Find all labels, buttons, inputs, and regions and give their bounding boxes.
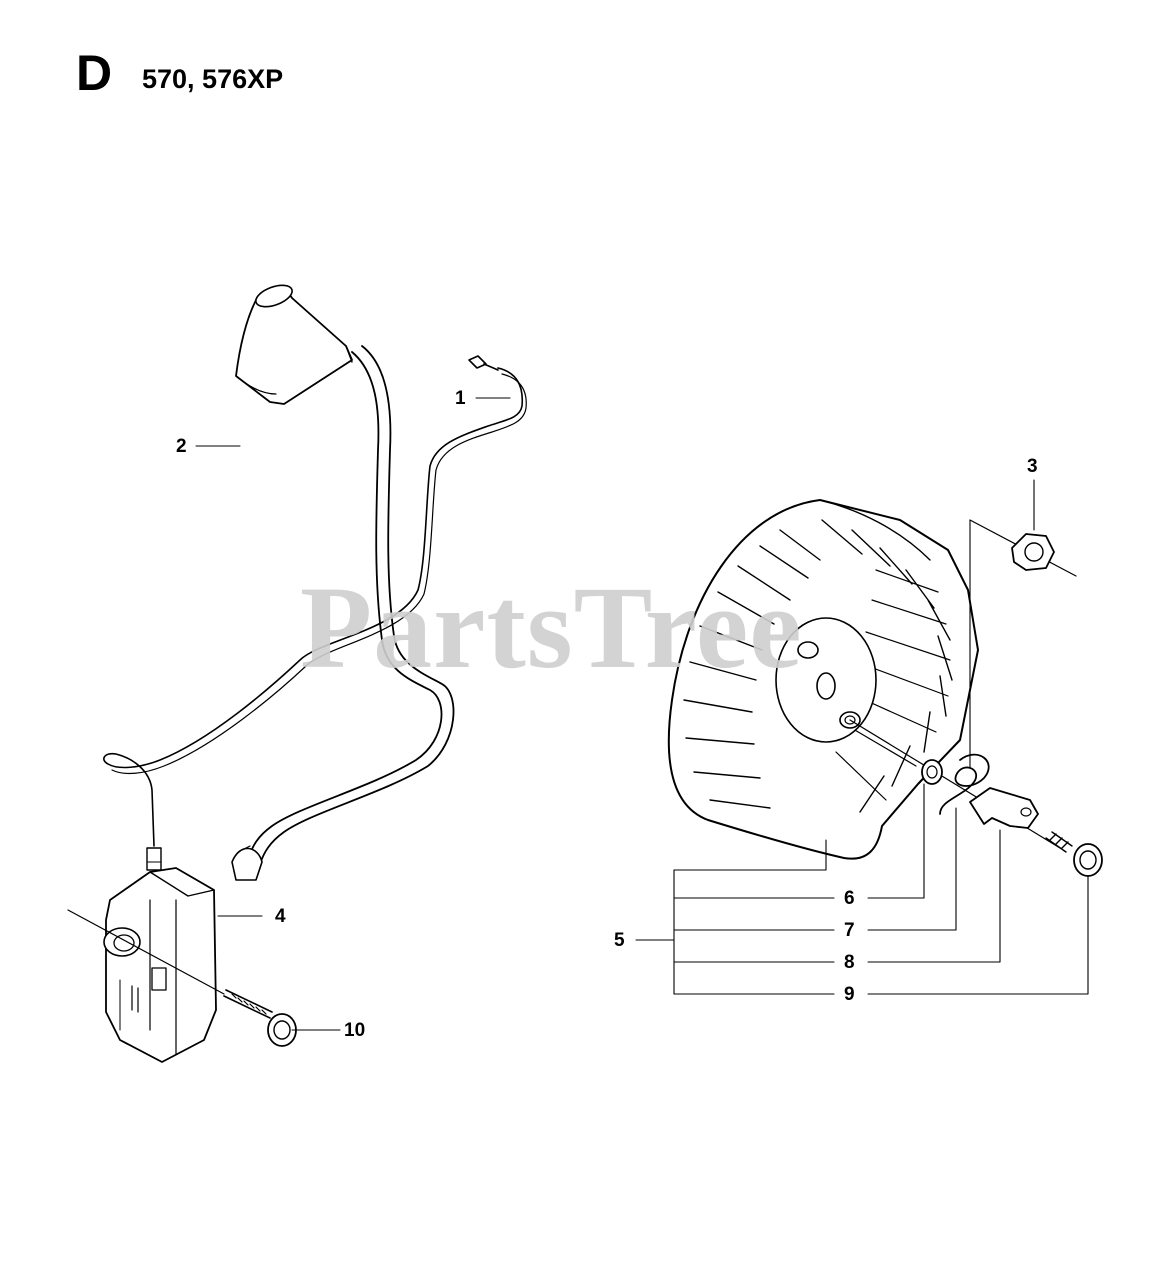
callout-leader-lines <box>195 397 1089 1031</box>
ignition-module <box>103 845 263 1063</box>
callout-6: 6 <box>844 888 855 909</box>
callout-2: 2 <box>176 436 187 457</box>
pawl-assembly-parts <box>849 719 1103 877</box>
callout-8: 8 <box>844 952 855 973</box>
callout-1: 1 <box>455 388 466 409</box>
section-letter: D <box>76 45 113 101</box>
module-screw <box>67 909 297 1047</box>
callout-10: 10 <box>344 1020 366 1041</box>
callout-7: 7 <box>844 920 855 941</box>
watermark: PartsTree <box>300 562 803 693</box>
flywheel-nut <box>969 519 1077 577</box>
spark-plug-cap <box>235 284 353 405</box>
high-tension-lead <box>247 345 455 865</box>
flywheel <box>667 499 979 860</box>
callout-4: 4 <box>275 906 286 927</box>
callout-5: 5 <box>614 930 625 951</box>
model-numbers: 570, 576XP <box>142 64 284 94</box>
callout-3: 3 <box>1027 456 1038 477</box>
callout-9: 9 <box>844 984 855 1005</box>
ignition-lead <box>103 355 527 871</box>
